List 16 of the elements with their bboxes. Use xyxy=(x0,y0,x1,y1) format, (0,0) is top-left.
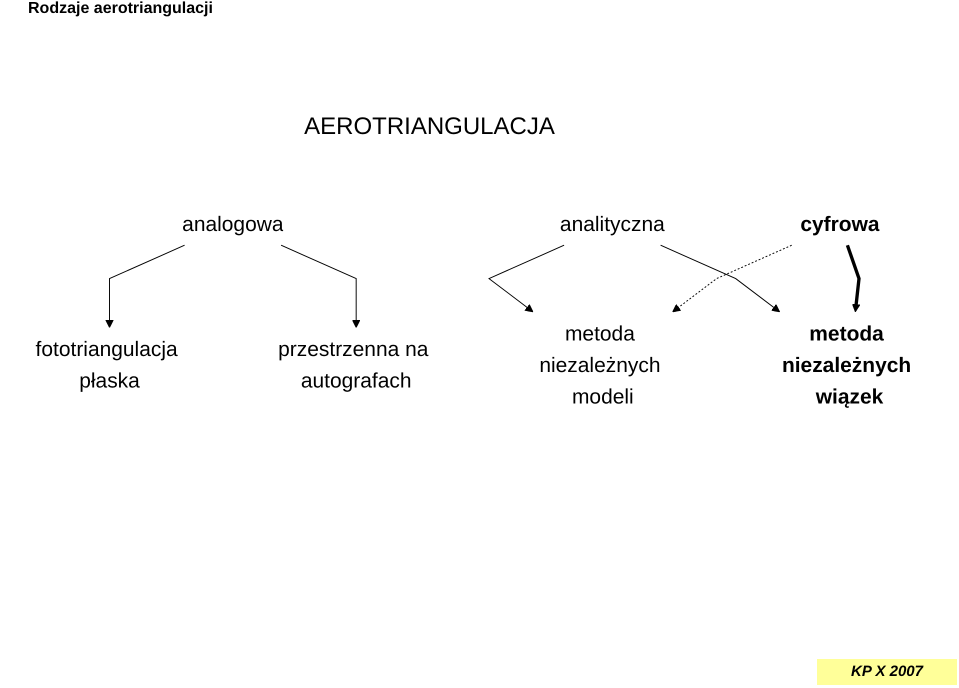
node-text: analityczna xyxy=(560,212,665,236)
node-text: metoda niezależnych wiązek xyxy=(782,321,912,408)
title: Rodzaje aerotriangulacji xyxy=(28,0,213,18)
node-text: fototriangulacja płaska xyxy=(36,337,178,392)
arrow xyxy=(846,244,861,312)
footer-note: KP X 2007 xyxy=(817,659,957,685)
arrow xyxy=(105,244,186,328)
node-text: cyfrowa xyxy=(800,212,880,236)
arrow xyxy=(280,244,360,328)
node-text: przestrzenna na autografach xyxy=(278,337,428,392)
node-text: metoda niezależnych modeli xyxy=(539,321,660,408)
arrow xyxy=(660,244,780,312)
arrow xyxy=(488,244,565,312)
node-text: analogowa xyxy=(182,212,284,236)
arrow xyxy=(672,244,792,312)
heading: AEROTRIANGULACJA xyxy=(303,113,556,141)
